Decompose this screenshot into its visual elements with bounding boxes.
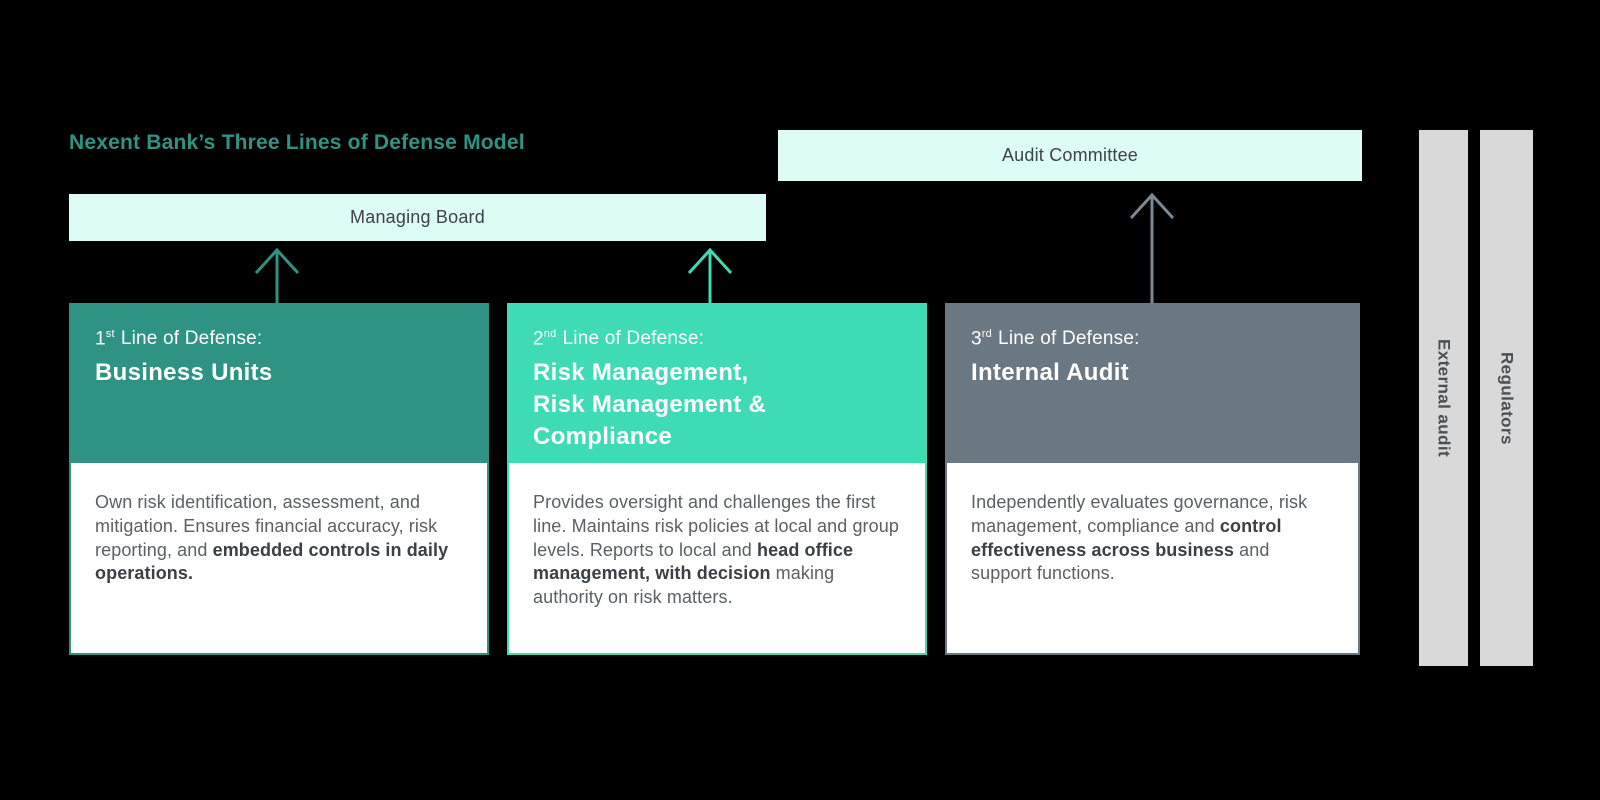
description-segment: Provides oversight and challenges the fi…	[533, 492, 899, 560]
line-kicker: 2nd Line of Defense:	[533, 328, 901, 350]
line-ordinal: rd	[981, 328, 992, 340]
column-description-internal-audit: Independently evaluates governance, risk…	[945, 463, 1360, 655]
column-header-risk-management: 2nd Line of Defense: Risk Management, Ris…	[507, 303, 927, 463]
description-segment: and support functions.	[971, 539, 1270, 584]
line-number: 2	[533, 328, 544, 350]
line-number: 3	[971, 328, 982, 350]
column-header-internal-audit: 3rd Line of Defense: Internal Audit	[945, 303, 1360, 463]
column-title: Internal Audit	[971, 359, 1129, 387]
external-audit-label: External audit	[1434, 338, 1454, 458]
column-risk-management: 2nd Line of Defense: Risk Management, Ris…	[507, 303, 927, 655]
line-kicker: 3rd Line of Defense:	[971, 328, 1334, 350]
line-label: Line of Defense:	[120, 328, 263, 350]
up-arrow-icon	[687, 247, 733, 303]
up-arrow-icon	[1129, 192, 1175, 303]
arrow-business-units-to-managing-board	[253, 245, 301, 303]
regulators-bar: Regulators	[1480, 130, 1533, 666]
audit-committee-label: Audit Committee	[1001, 145, 1139, 165]
managing-board-label: Managing Board	[350, 207, 485, 227]
external-audit-bar: External audit	[1419, 130, 1468, 666]
line-ordinal: nd	[543, 328, 557, 340]
line-kicker: 1st Line of Defense:	[95, 328, 463, 350]
column-title: Business Units	[95, 359, 273, 387]
line-label: Line of Defense:	[562, 328, 705, 350]
description-bold-segment: head office management, with decision	[533, 539, 854, 584]
page-title: Nexent Bank’s Three Lines of Defense Mod…	[69, 131, 525, 154]
audit-committee-box: Audit Committee	[778, 130, 1362, 181]
column-title: Risk Management, Risk Management & Compl…	[533, 359, 767, 451]
arrow-internal-audit-to-audit-committee	[1128, 190, 1176, 303]
description-segment: making authority on risk matters.	[533, 563, 835, 607]
column-description-risk-management: Provides oversight and challenges the fi…	[507, 463, 927, 655]
description-segment: Independently evaluates governance, risk…	[971, 492, 1308, 536]
description-bold-segment: embedded controls in daily operations.	[95, 539, 449, 584]
description-bold-segment: control effectiveness across business	[971, 515, 1282, 560]
up-arrow-icon	[254, 247, 300, 303]
arrow-risk-management-to-managing-board	[686, 245, 734, 303]
column-business-units: 1st Line of Defense: Business Units Own r…	[69, 303, 489, 655]
regulators-label: Regulators	[1497, 351, 1517, 445]
description-segment: Own risk identification, assessment, and…	[95, 492, 438, 560]
line-ordinal: st	[105, 328, 115, 340]
line-label: Line of Defense:	[998, 328, 1140, 350]
line-number: 1	[95, 328, 106, 350]
column-header-business-units: 1st Line of Defense: Business Units	[69, 303, 489, 463]
column-internal-audit: 3rd Line of Defense: Internal Audit Indep…	[945, 303, 1360, 655]
column-description-business-units: Own risk identification, assessment, and…	[69, 463, 489, 655]
managing-board-box: Managing Board	[69, 194, 766, 241]
